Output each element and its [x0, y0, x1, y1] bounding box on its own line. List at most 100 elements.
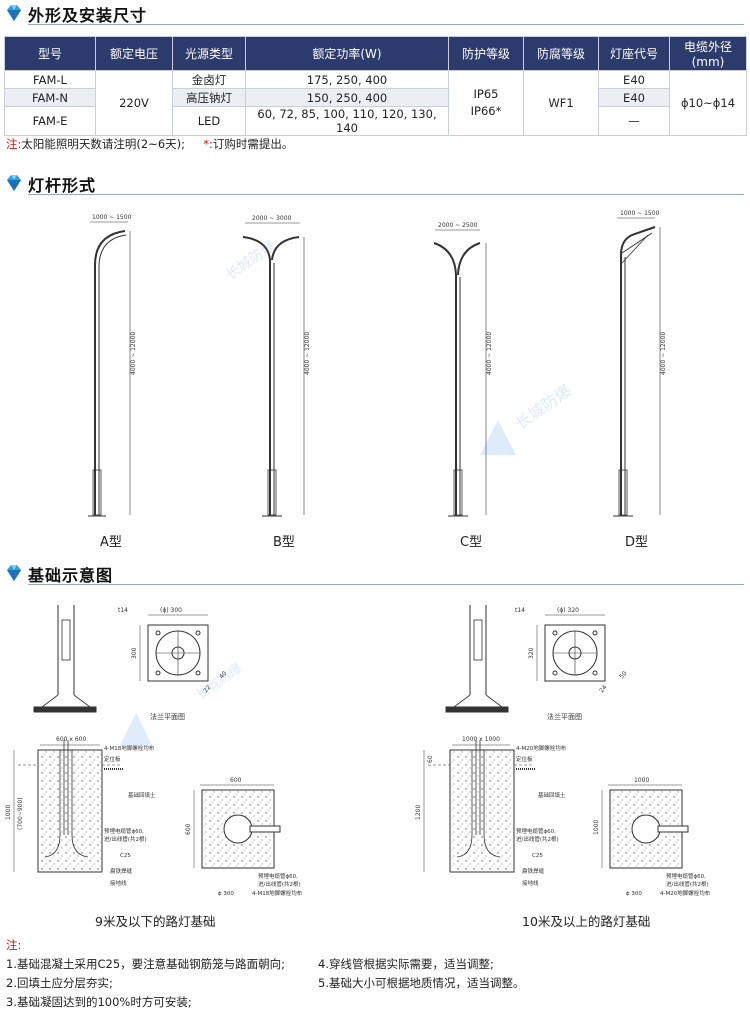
cell-anticorrosion: WF1 [523, 70, 599, 136]
svg-text:2000 ~ 2500: 2000 ~ 2500 [438, 222, 478, 229]
table-row: FAM-E LED 60, 72, 85, 100, 110, 120, 130… [4, 106, 747, 136]
col-header: 电缆外径(mm) [669, 36, 747, 71]
svg-text:接地线: 接地线 [522, 879, 539, 887]
col-header: 防护等级 [448, 36, 524, 71]
svg-text:4000 ~ 12000: 4000 ~ 12000 [130, 332, 137, 375]
svg-text:(700~900): (700~900) [17, 797, 24, 830]
section-title: 外形及安装尺寸 [28, 6, 148, 25]
cell-base: — [598, 106, 670, 136]
note-item: 4.穿线管根据实际需要，适当调整; [318, 957, 494, 971]
svg-text:1000: 1000 [634, 777, 649, 784]
svg-text:1000 ~ 1500: 1000 ~ 1500 [620, 210, 660, 217]
cell-power: 150, 250, 400 [245, 88, 449, 107]
cell-power: 60, 72, 85, 100, 110, 120, 130, 140 [245, 106, 449, 136]
cell-source: 高压钠灯 [172, 88, 246, 107]
pole-label-b: B型 [273, 535, 295, 550]
svg-text:22: 22 [202, 684, 212, 694]
col-header: 灯座代号 [598, 36, 670, 71]
cell-model: FAM-E [4, 106, 96, 136]
col-header: 额定电压 [95, 36, 173, 71]
svg-text:300: 300 [131, 647, 138, 659]
foundation-left-caption: 9米及以下的路灯基础 [95, 914, 216, 929]
table-header-row: 型号 额定电压 光源类型 额定功率(W) 防护等级 防腐等级 灯座代号 电缆外径… [4, 36, 747, 71]
cell-model: FAM-L [4, 70, 96, 89]
pole-label-d: D型 [625, 535, 649, 550]
svg-text:定位板: 定位板 [516, 755, 533, 763]
svg-text:1000: 1000 [5, 805, 12, 820]
diamond-icon [7, 565, 21, 581]
svg-text:法兰平面图: 法兰平面图 [547, 712, 582, 721]
svg-text:扁铁焊缝: 扁铁焊缝 [110, 867, 133, 875]
svg-text:t14: t14 [118, 607, 128, 614]
svg-text:4-M20地脚螺栓均布: 4-M20地脚螺栓均布 [516, 744, 567, 752]
svg-text:法兰平面图: 法兰平面图 [150, 712, 185, 721]
cell-protection: IP65 IP66* [448, 70, 524, 136]
section-title: 基础示意图 [28, 566, 114, 585]
svg-text:进/出线管(共2根): 进/出线管(共2根) [516, 835, 559, 843]
diamond-icon [7, 175, 21, 191]
svg-text:50: 50 [618, 670, 628, 680]
section-header-foundation: 基础示意图 [0, 560, 750, 586]
svg-text:C25: C25 [532, 853, 543, 859]
svg-text:(ϕ) 320: (ϕ) 320 [557, 607, 579, 614]
svg-text:ϕ 300: ϕ 300 [218, 891, 234, 897]
cell-model: FAM-N [4, 88, 96, 107]
cell-base: E40 [598, 88, 670, 107]
svg-text:长城防爆: 长城防爆 [511, 381, 574, 433]
cell-base: E40 [598, 70, 670, 89]
svg-text:ϕ 300: ϕ 300 [626, 891, 642, 897]
svg-text:预埋电缆管ϕ60,: 预埋电缆管ϕ60, [258, 872, 298, 880]
pole-drawings: 1000 ~ 1500 4000 ~ 12000 2000 ~ 3000 400… [88, 210, 667, 517]
table-row: FAM-L 220V 金卤灯 175, 250, 400 IP65 IP66* … [4, 70, 747, 136]
foundation-drawings: (ϕ) 300 t14 300 40 22 法兰平面图 600 x 600 10… [5, 605, 711, 897]
col-header: 型号 [4, 36, 96, 71]
svg-text:40: 40 [218, 670, 228, 680]
foundation-right: (ϕ) 320 t14 320 50 24 法兰平面图 1000 x 1000 … [415, 605, 711, 897]
svg-text:C25: C25 [120, 853, 131, 859]
cell-voltage: 220V [95, 70, 173, 136]
svg-text:4-M18地脚螺栓均布: 4-M18地脚螺栓均布 [104, 744, 155, 752]
svg-text:600 x 600: 600 x 600 [56, 736, 86, 743]
note-item: 3.基础凝固达到的100%时方可安装; [6, 995, 192, 1009]
svg-text:基础回填土: 基础回填土 [538, 791, 566, 799]
svg-text:长城防爆: 长城防爆 [193, 660, 245, 703]
svg-text:1000 ~ 1500: 1000 ~ 1500 [92, 214, 132, 221]
svg-text:320: 320 [528, 647, 535, 659]
col-header: 防腐等级 [523, 36, 599, 71]
pole-label-a: A型 [100, 535, 122, 550]
watermark-logo: 长城防爆 [480, 381, 575, 455]
pole-a: 1000 ~ 1500 4000 ~ 12000 [88, 214, 137, 517]
svg-text:预埋电缆管ϕ60,: 预埋电缆管ϕ60, [104, 827, 144, 835]
svg-text:1000: 1000 [593, 820, 600, 835]
svg-text:600: 600 [230, 777, 242, 784]
svg-text:4000 ~ 12000: 4000 ~ 12000 [660, 332, 667, 375]
svg-text:4-M20地脚螺栓均布: 4-M20地脚螺栓均布 [660, 889, 711, 897]
svg-text:4-M18地脚螺栓均布: 4-M18地脚螺栓均布 [252, 889, 303, 897]
col-header: 光源类型 [172, 36, 246, 71]
table-row: FAM-N 高压钠灯 150, 250, 400 E40 [4, 88, 747, 107]
svg-text:进/出线管(共2根): 进/出线管(共2根) [258, 880, 301, 888]
svg-text:定位板: 定位板 [104, 755, 121, 763]
protection-2: IP66* [470, 104, 502, 118]
pole-label-c: C型 [460, 535, 483, 550]
cell-source: LED [172, 106, 246, 136]
note-item: 5.基础大小可根据地质情况，适当调整。 [318, 976, 525, 990]
svg-text:接地线: 接地线 [110, 879, 127, 887]
note-item: 1.基础混凝土采用C25，要注意基础钢筋笼与路面朝向; [6, 957, 286, 971]
svg-text:4000 ~ 12000: 4000 ~ 12000 [304, 332, 311, 375]
section-header-dimensions: 外形及安装尺寸 [0, 0, 750, 26]
svg-text:进/出线管(共2根): 进/出线管(共2根) [666, 880, 709, 888]
foundation-left: (ϕ) 300 t14 300 40 22 法兰平面图 600 x 600 10… [5, 605, 303, 897]
svg-text:预埋电缆管ϕ60,: 预埋电缆管ϕ60, [666, 872, 706, 880]
col-header: 额定功率(W) [245, 36, 449, 71]
svg-text:扁铁焊缝: 扁铁焊缝 [522, 867, 545, 875]
diamond-icon [7, 5, 21, 21]
svg-text:t14: t14 [515, 607, 525, 614]
spec-table: 型号 额定电压 光源类型 额定功率(W) 防护等级 防腐等级 灯座代号 电缆外径… [4, 36, 747, 136]
svg-text:24: 24 [598, 684, 608, 694]
svg-text:进/出线管(共2根): 进/出线管(共2根) [104, 835, 147, 843]
cell-cable: ϕ10~ϕ14 [669, 70, 747, 136]
pole-d: 1000 ~ 1500 4000 ~ 12000 [613, 210, 667, 517]
table-note: 注:太阳能照明天数请注明(2~6天); *:订购时需提出。 [6, 137, 294, 151]
svg-text:基础回填土: 基础回填土 [128, 791, 156, 799]
